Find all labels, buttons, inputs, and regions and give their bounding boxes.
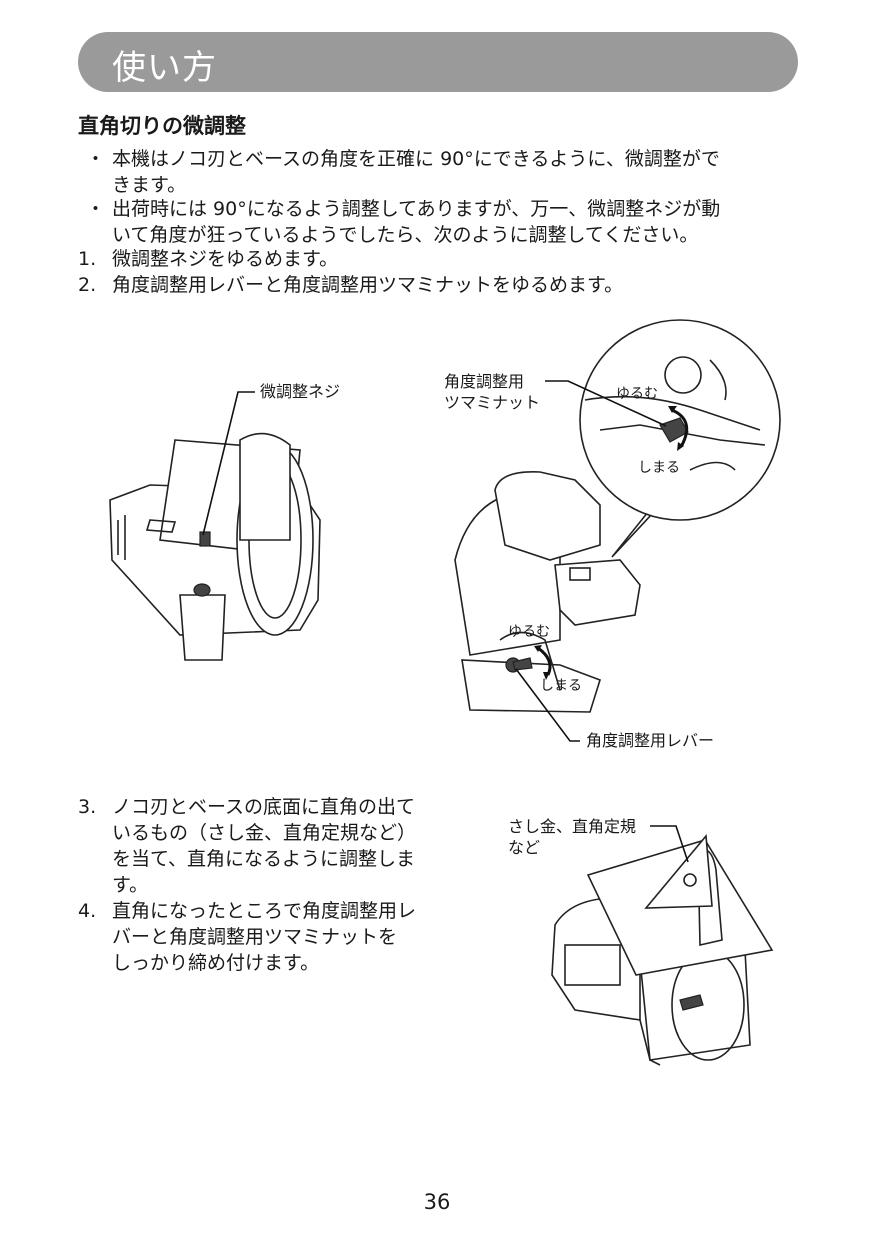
saw-with-square-drawing [551, 833, 774, 1066]
callout-loosen-bottom: ゆるむ [508, 624, 550, 640]
step-line: 直角になったところで角度調整用レ [112, 900, 417, 922]
leader-lever [515, 668, 580, 742]
callout-square-line2: など [508, 838, 541, 857]
saw-side-view-drawing [454, 471, 641, 713]
bullet-line: いて角度が狂っているようでしたら、次のように調整してください。 [112, 224, 699, 246]
leader-fine-screw [202, 391, 255, 536]
step-text: 微調整ネジをゆるめます。 [112, 248, 339, 270]
leader-square [650, 825, 689, 863]
bullet-line: 出荷時には 90°になるよう調整してありますが、万一、微調整ネジが動 [112, 198, 721, 220]
step-line: しっかり締め付けます。 [112, 952, 320, 974]
step-number: 2. [78, 274, 97, 296]
page-number: 36 [423, 1190, 451, 1214]
callout-lever: 角度調整用レバー [586, 731, 715, 750]
step-line: を当て、直角になるように調整しま [112, 848, 416, 870]
step-item: 1. 微調整ネジをゆるめます。 [78, 246, 808, 272]
bullet-item: ・ 本機はノコ刃とベースの角度を正確に 90°にできるように、微調整がで きます… [86, 146, 806, 198]
callout-tighten-top: しまる [638, 460, 680, 476]
step-item: 4. 直角になったところで角度調整用レ バーと角度調整用ツマミナットを しっかり… [78, 898, 468, 976]
section-heading: 直角切りの微調整 [78, 114, 246, 138]
callout-tighten-bottom: しまる [540, 678, 582, 694]
bullet-line: きます。 [112, 174, 187, 196]
step-line: す。 [112, 874, 149, 896]
page-title: 使い方 [112, 48, 217, 88]
step-item: 2. 角度調整用レバーと角度調整用ツマミナットをゆるめます。 [78, 272, 808, 298]
step-item: 3. ノコ刃とベースの底面に直角の出て いるもの（さし金、直角定規など） を当て… [78, 794, 468, 898]
bullet-mark: ・ [86, 148, 106, 170]
leader-knob-nut [545, 380, 667, 427]
step-text: 角度調整用レバーと角度調整用ツマミナットをゆるめます。 [112, 274, 624, 296]
callout-knob-nut-line2: ツマミナット [444, 393, 541, 412]
step-number: 4. [78, 900, 97, 922]
step-number: 1. [78, 248, 97, 270]
step-number: 3. [78, 796, 97, 818]
magnified-detail-drawing [579, 319, 781, 558]
callout-knob-nut-line1: 角度調整用 [444, 372, 525, 391]
step-line: いるもの（さし金、直角定規など） [112, 822, 417, 844]
header-bar: 使い方 [78, 32, 798, 92]
callout-square-line1: さし金、直角定規 [508, 817, 637, 836]
callout-loosen-top: ゆるむ [616, 386, 658, 402]
step-line: バーと角度調整用ツマミナットを [112, 926, 398, 948]
callout-fine-screw: 微調整ネジ [260, 382, 341, 401]
step-line: ノコ刃とベースの底面に直角の出て [112, 796, 416, 818]
saw-top-view-drawing [109, 432, 321, 661]
bullet-line: 本機はノコ刃とベースの角度を正確に 90°にできるように、微調整がで [112, 148, 720, 170]
bullet-mark: ・ [86, 198, 106, 220]
bullet-item: ・ 出荷時には 90°になるよう調整してありますが、万一、微調整ネジが動 いて角… [86, 196, 806, 248]
